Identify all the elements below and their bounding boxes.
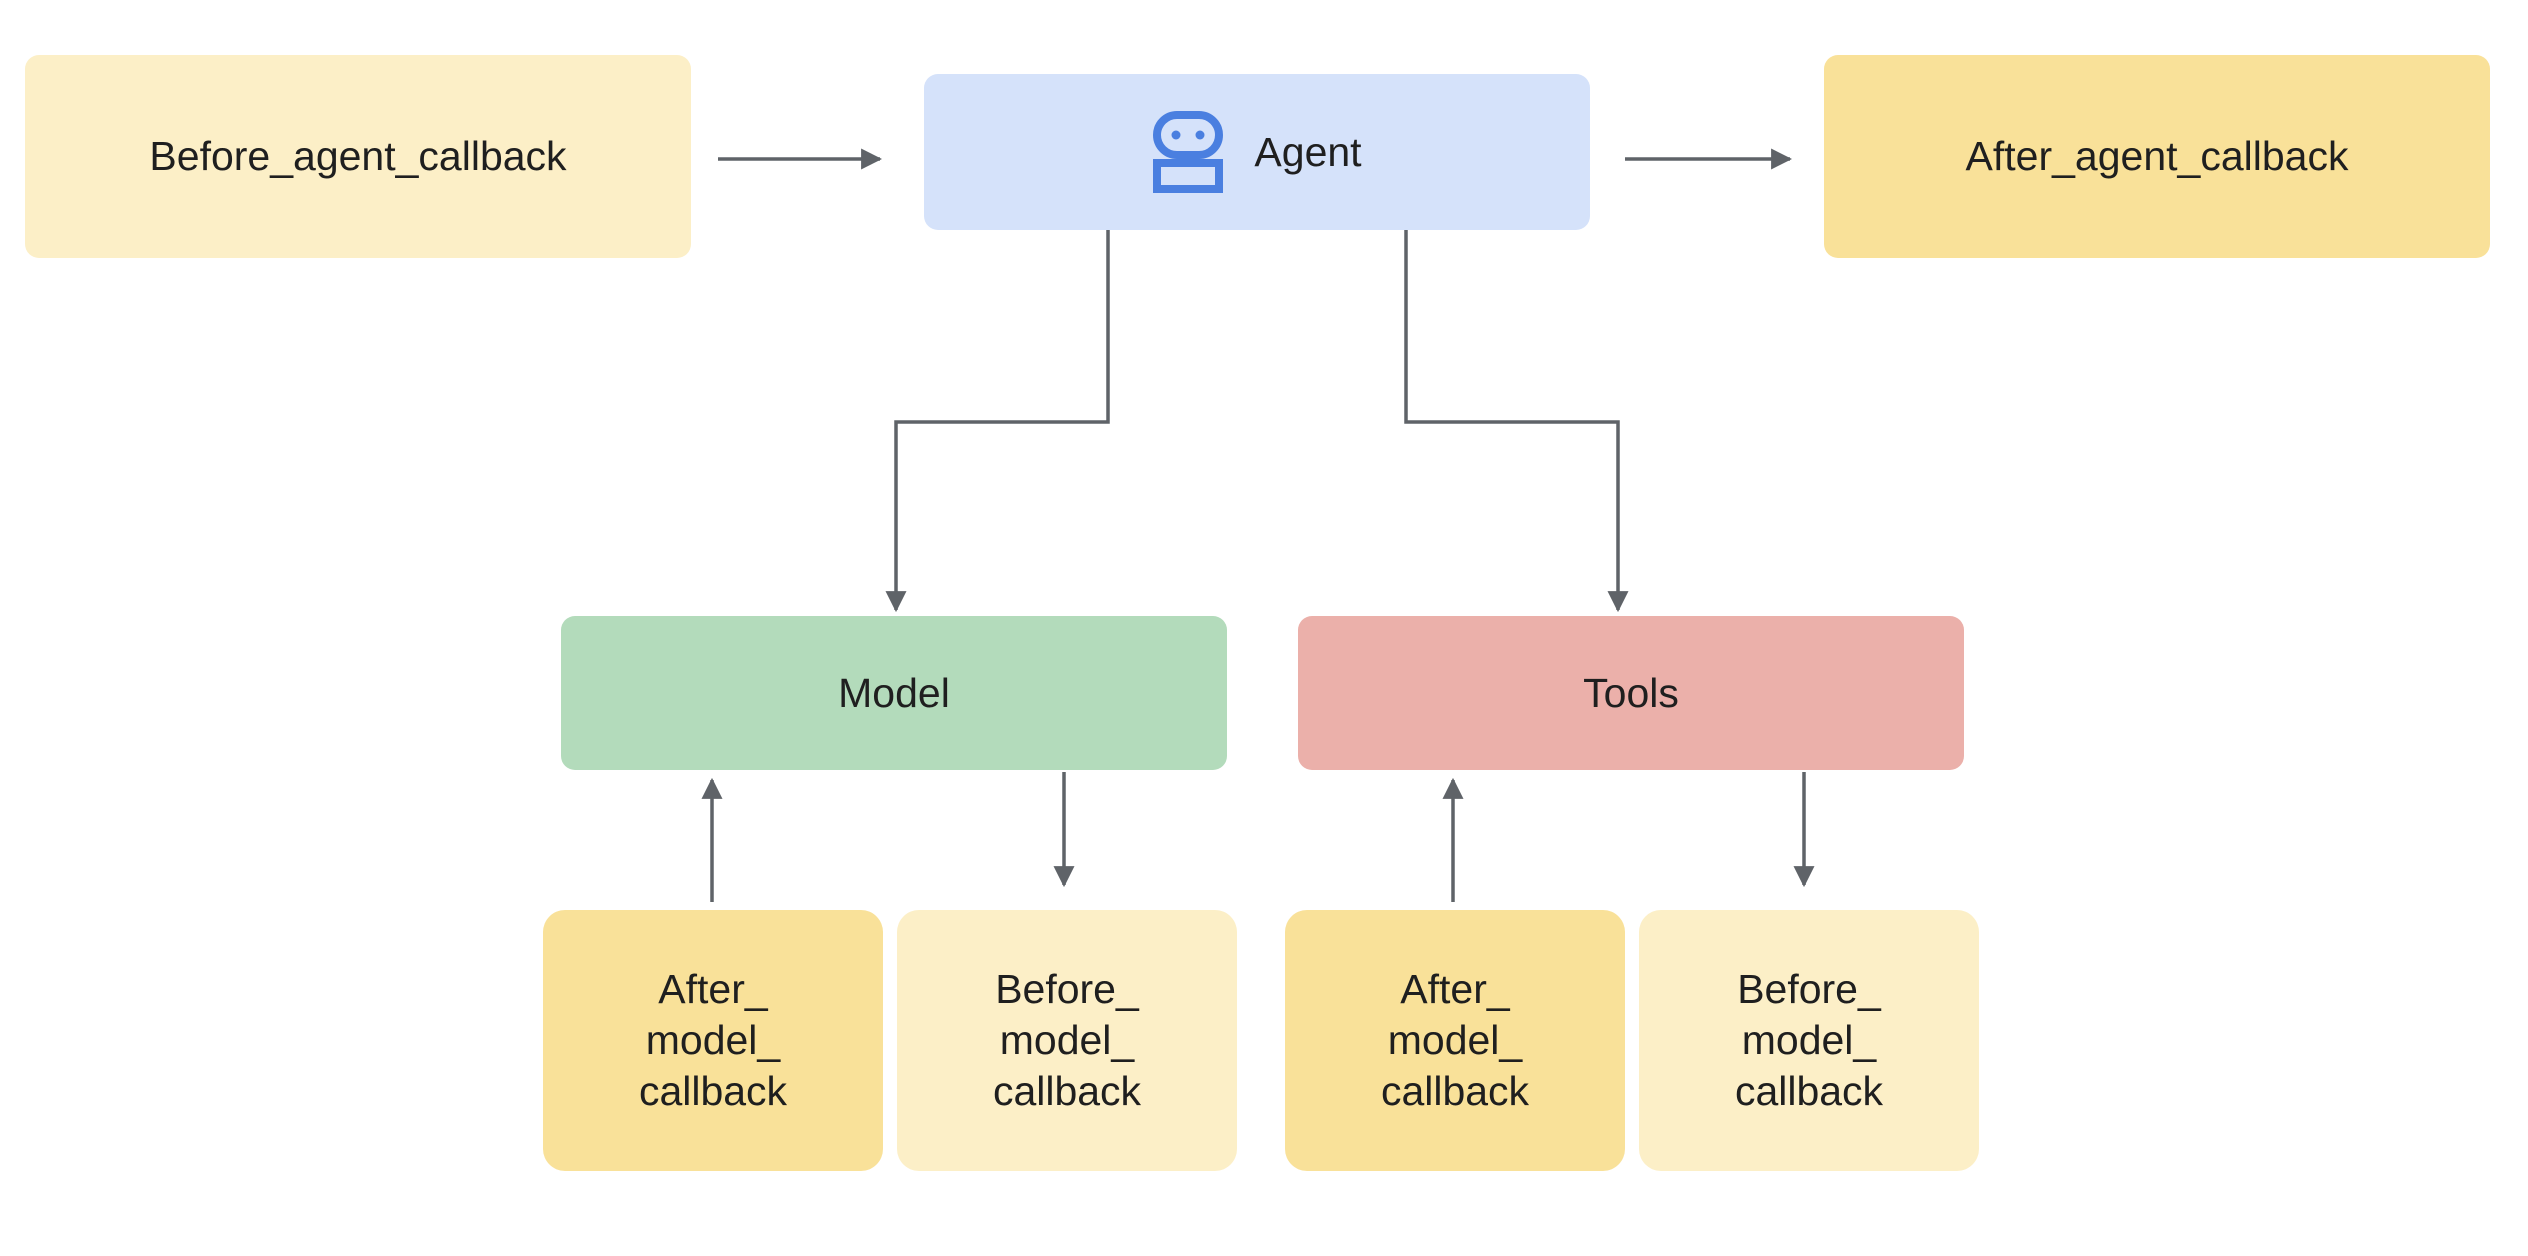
agent-box: Agent [924,74,1590,230]
model-label: Model [838,669,950,716]
model-after-model-callback-label: After_ model_ callback [638,966,788,1114]
connector-agent-to-model [885,230,1110,613]
model-before-model-callback-label: Before_ model_ callback [992,966,1142,1114]
agent-label: Agent [1254,128,1362,175]
tools-box: Tools [1298,616,1964,770]
tools-before-model-callback-box: Before_ model_ callback [1639,910,1979,1171]
model-after-model-callback-box: After_ model_ callback [543,910,883,1171]
model-before-model-callback-box: Before_ model_ callback [897,910,1237,1171]
after-agent-callback-box: After_agent_callback [1824,55,2490,258]
after-agent-callback-label: After_agent_callback [1965,133,2349,179]
tools-before-model-callback-label: Before_ model_ callback [1734,966,1884,1114]
tools-after-model-callback-label: After_ model_ callback [1380,966,1530,1114]
tools-after-model-callback-box: After_ model_ callback [1285,910,1625,1171]
robot-icon [1152,111,1224,193]
tools-label: Tools [1583,669,1679,716]
before-agent-callback-box: Before_agent_callback [25,55,691,258]
connector-agent-to-tools [1404,230,1629,613]
before-agent-callback-label: Before_agent_callback [149,133,567,179]
model-box: Model [561,616,1227,770]
